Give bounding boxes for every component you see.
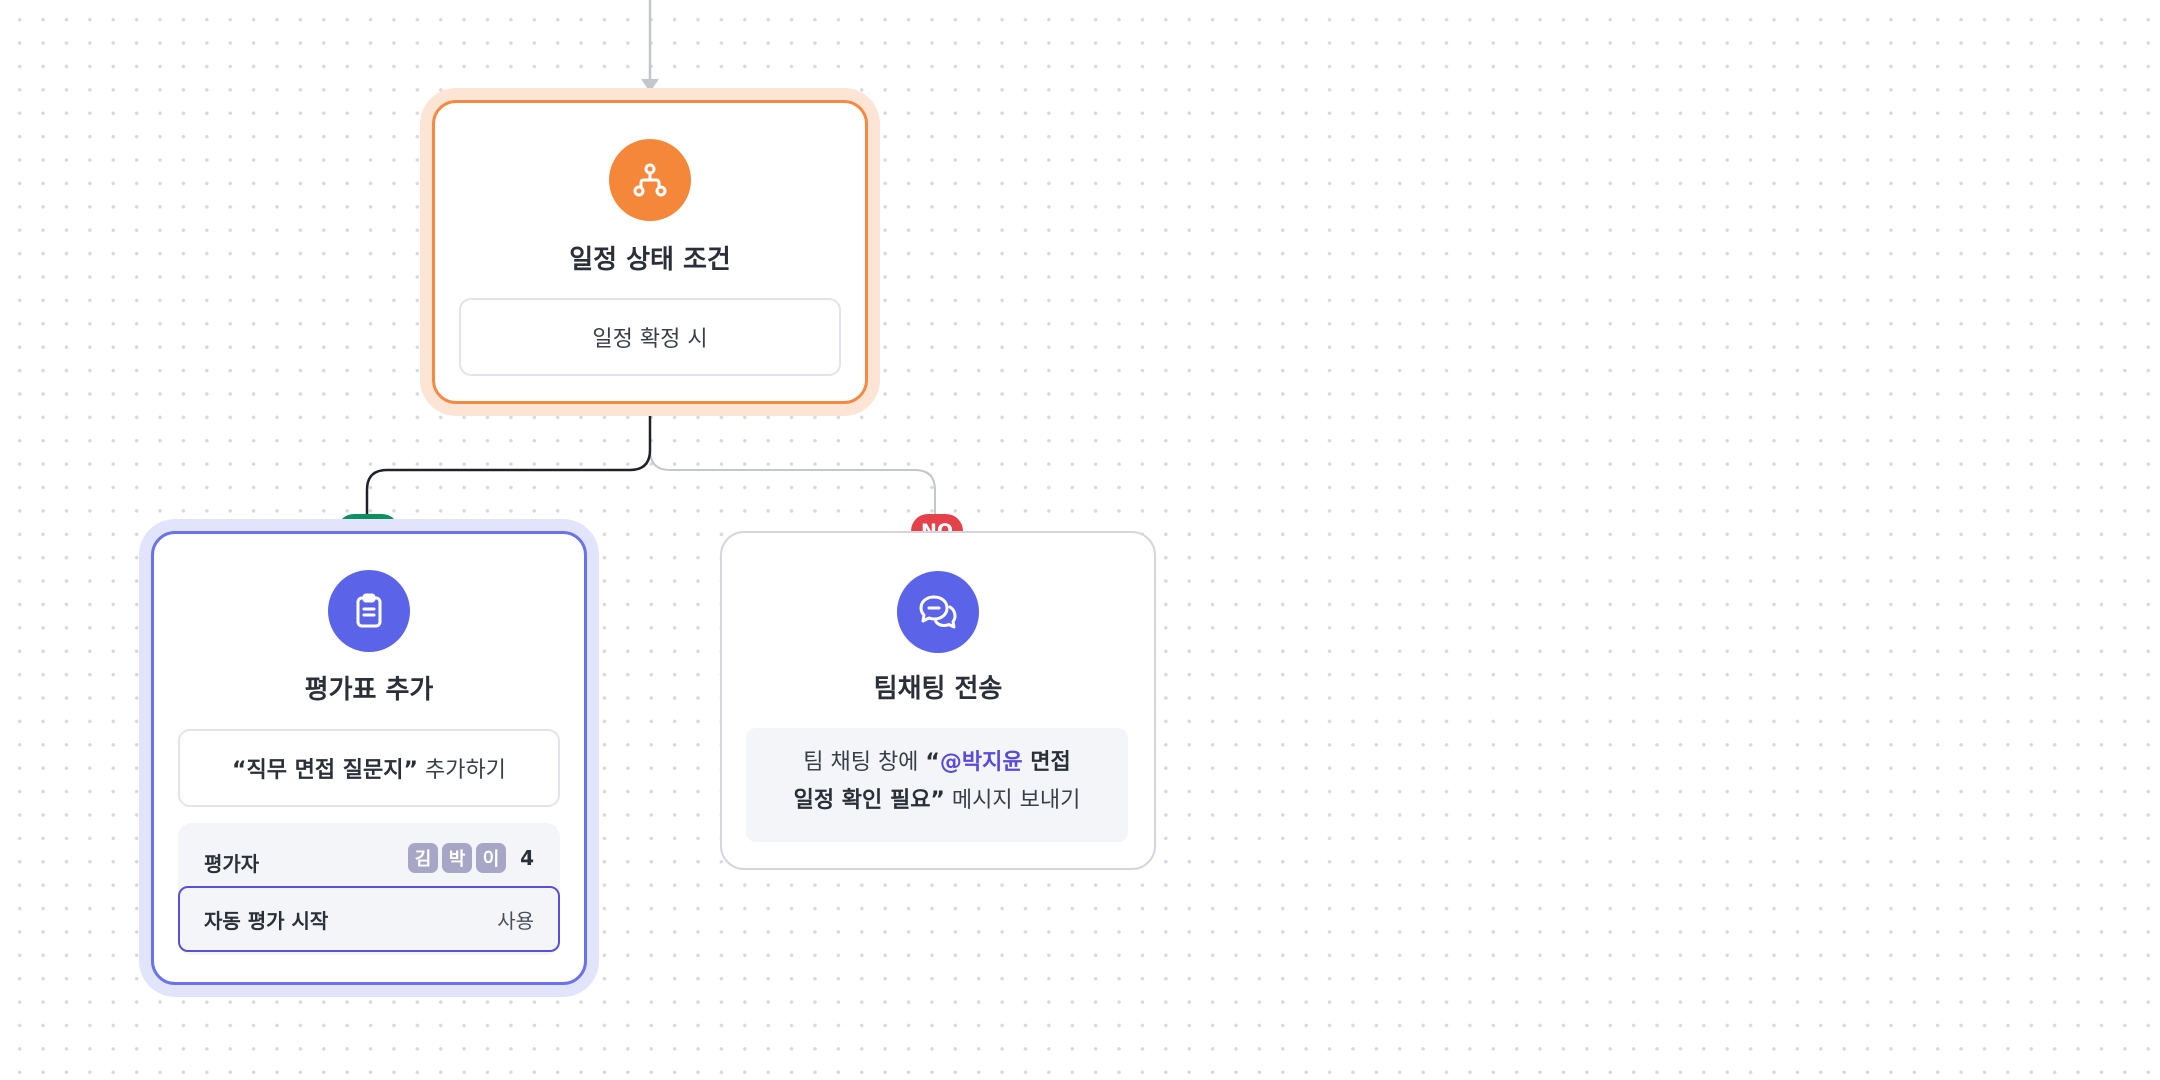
scorecard-node-title: 평가표 추가 [304, 675, 434, 705]
auto-start-row[interactable]: 자동 평가 시작 사용 [178, 886, 560, 952]
message-prefix: 팀 채팅 창에 [803, 750, 926, 775]
message-body-line-2: 일정 확인 필요” [793, 788, 945, 813]
scorecard-node[interactable]: 평가표 추가 “직무 면접 질문지” 추가하기 평가자 김 박 이 4 자동 평… [151, 531, 587, 985]
auto-start-value: 사용 [497, 909, 534, 933]
condition-value-box[interactable]: 일정 확정 시 [459, 298, 841, 376]
team-chat-node[interactable]: 팀채팅 전송 팀 채팅 창에 “@박지윤 면접 일정 확인 필요” 메시지 보내… [720, 531, 1156, 870]
message-body-line-1: 면접 [1022, 750, 1071, 775]
mention-tag: @박지윤 [939, 750, 1023, 775]
chat-message-box[interactable]: 팀 채팅 창에 “@박지윤 면접 일정 확인 필요” 메시지 보내기 [746, 728, 1128, 842]
chat-message-line-2: 일정 확인 필요” 메시지 보내기 [746, 782, 1128, 820]
scorecard-action-box[interactable]: “직무 면접 질문지” 추가하기 [178, 729, 560, 807]
evaluator-avatars[interactable]: 김 박 이 4 [404, 843, 534, 873]
team-chat-node-title: 팀채팅 전송 [873, 674, 1003, 704]
message-open-quote: “ [925, 750, 940, 775]
condition-node-title: 일정 상태 조건 [569, 245, 731, 275]
chat-message-line-1: 팀 채팅 창에 “@박지윤 면접 [746, 744, 1128, 782]
avatar: 박 [442, 843, 473, 873]
clipboard-icon [328, 570, 410, 652]
yes-branch-connector [365, 404, 652, 514]
avatar: 이 [476, 843, 507, 873]
no-branch-connector [649, 404, 936, 514]
condition-node[interactable]: 일정 상태 조건 일정 확정 시 [432, 100, 868, 404]
auto-start-label: 자동 평가 시작 [204, 909, 329, 933]
scorecard-name: “직무 면접 질문지” [232, 758, 418, 783]
scorecard-action-suffix: 추가하기 [417, 758, 506, 783]
evaluator-count: 4 [520, 846, 534, 870]
avatar: 김 [408, 843, 439, 873]
message-suffix: 메시지 보내기 [944, 788, 1081, 813]
chat-bubbles-icon [897, 571, 979, 653]
evaluator-label: 평가자 [204, 852, 260, 876]
incoming-arrow-head [641, 79, 659, 92]
branch-icon [609, 139, 691, 221]
